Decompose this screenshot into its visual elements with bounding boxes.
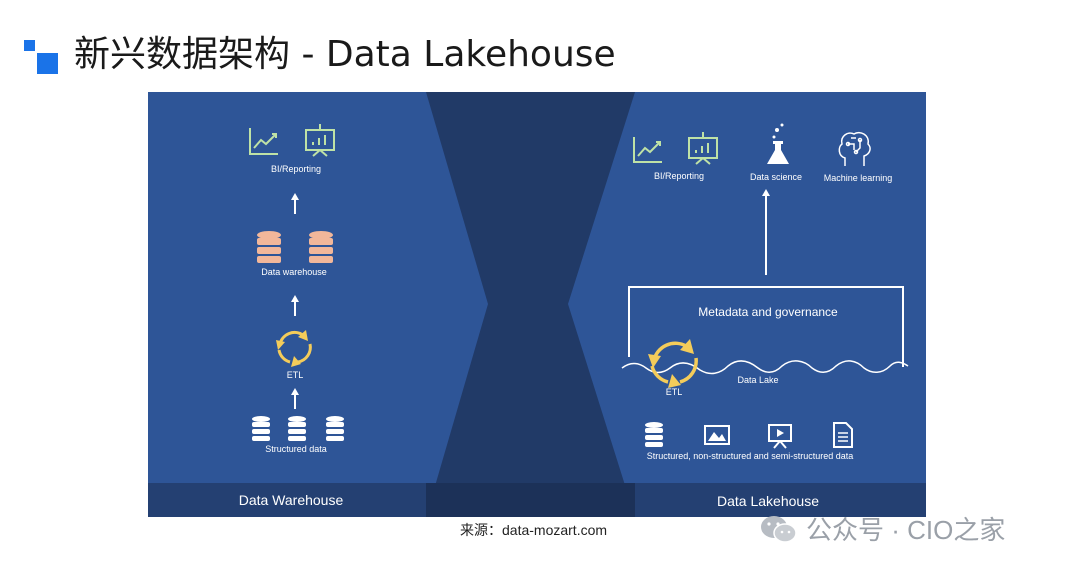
document-icon [833, 422, 853, 448]
refresh-cycle-icon [276, 330, 312, 367]
transition-funnel [426, 92, 635, 517]
image-icon [704, 425, 730, 445]
presentation-board-icon [688, 132, 718, 165]
architecture-diagram: Data Warehouse Data Lakehouse BI/Reporti… [148, 92, 926, 517]
line-chart-icon [249, 128, 278, 155]
presentation-board-icon [305, 124, 335, 157]
watermark: 公众号 · CIO之家 [760, 510, 1005, 547]
lakehouse-footer-label: Data Lakehouse [717, 493, 819, 509]
database-icon [309, 231, 333, 263]
lakehouse-etl-label: ETL [666, 387, 683, 397]
source-types-label: Structured, non-structured and semi-stru… [647, 451, 854, 461]
structured-source-icon [645, 422, 663, 447]
data-science-label: Data science [750, 172, 802, 182]
database-icon [288, 416, 306, 441]
warehouse-bi-group: BI/Reporting [249, 124, 335, 174]
lakehouse-bi-label: BI/Reporting [654, 171, 704, 181]
database-icon [252, 416, 270, 441]
structured-data-label: Structured data [265, 444, 327, 454]
metadata-governance-box [628, 286, 904, 367]
data-warehouse-database-icons [257, 231, 333, 263]
flask-icon [767, 123, 789, 164]
database-icon [257, 231, 281, 263]
brain-icon [838, 131, 871, 166]
data-warehouse-label: Data warehouse [261, 267, 327, 277]
line-chart-icon [633, 137, 662, 163]
metadata-governance-label: Metadata and governance [698, 305, 838, 319]
warehouse-etl-label: ETL [287, 370, 304, 380]
database-icon [326, 416, 344, 441]
source-caption: 来源：data-mozart.com [460, 522, 608, 538]
database-icon [645, 422, 663, 447]
title-block-icon [24, 40, 58, 74]
arrow-structured-to-etl [291, 388, 299, 409]
funnel-footer-overlay [426, 483, 635, 517]
arrow-etl-to-db [291, 295, 299, 316]
machine-learning-label: Machine learning [824, 173, 893, 183]
warehouse-footer-label: Data Warehouse [239, 492, 344, 508]
refresh-cycle-icon [648, 339, 698, 388]
wechat-icon [761, 515, 797, 543]
lakehouse-bi-icons [633, 132, 718, 165]
watermark-text: 公众号 · CIO之家 [806, 515, 1006, 545]
structured-data-icons [252, 416, 344, 441]
arrow-db-to-bi [291, 193, 299, 214]
page-title: 新兴数据架构 - Data Lakehouse [74, 34, 616, 75]
data-lake-wave [621, 360, 909, 375]
video-icon [768, 424, 792, 449]
arrow-lake-to-science [762, 189, 770, 275]
warehouse-bi-label: BI/Reporting [271, 164, 321, 174]
data-lake-label: Data Lake [737, 375, 778, 385]
